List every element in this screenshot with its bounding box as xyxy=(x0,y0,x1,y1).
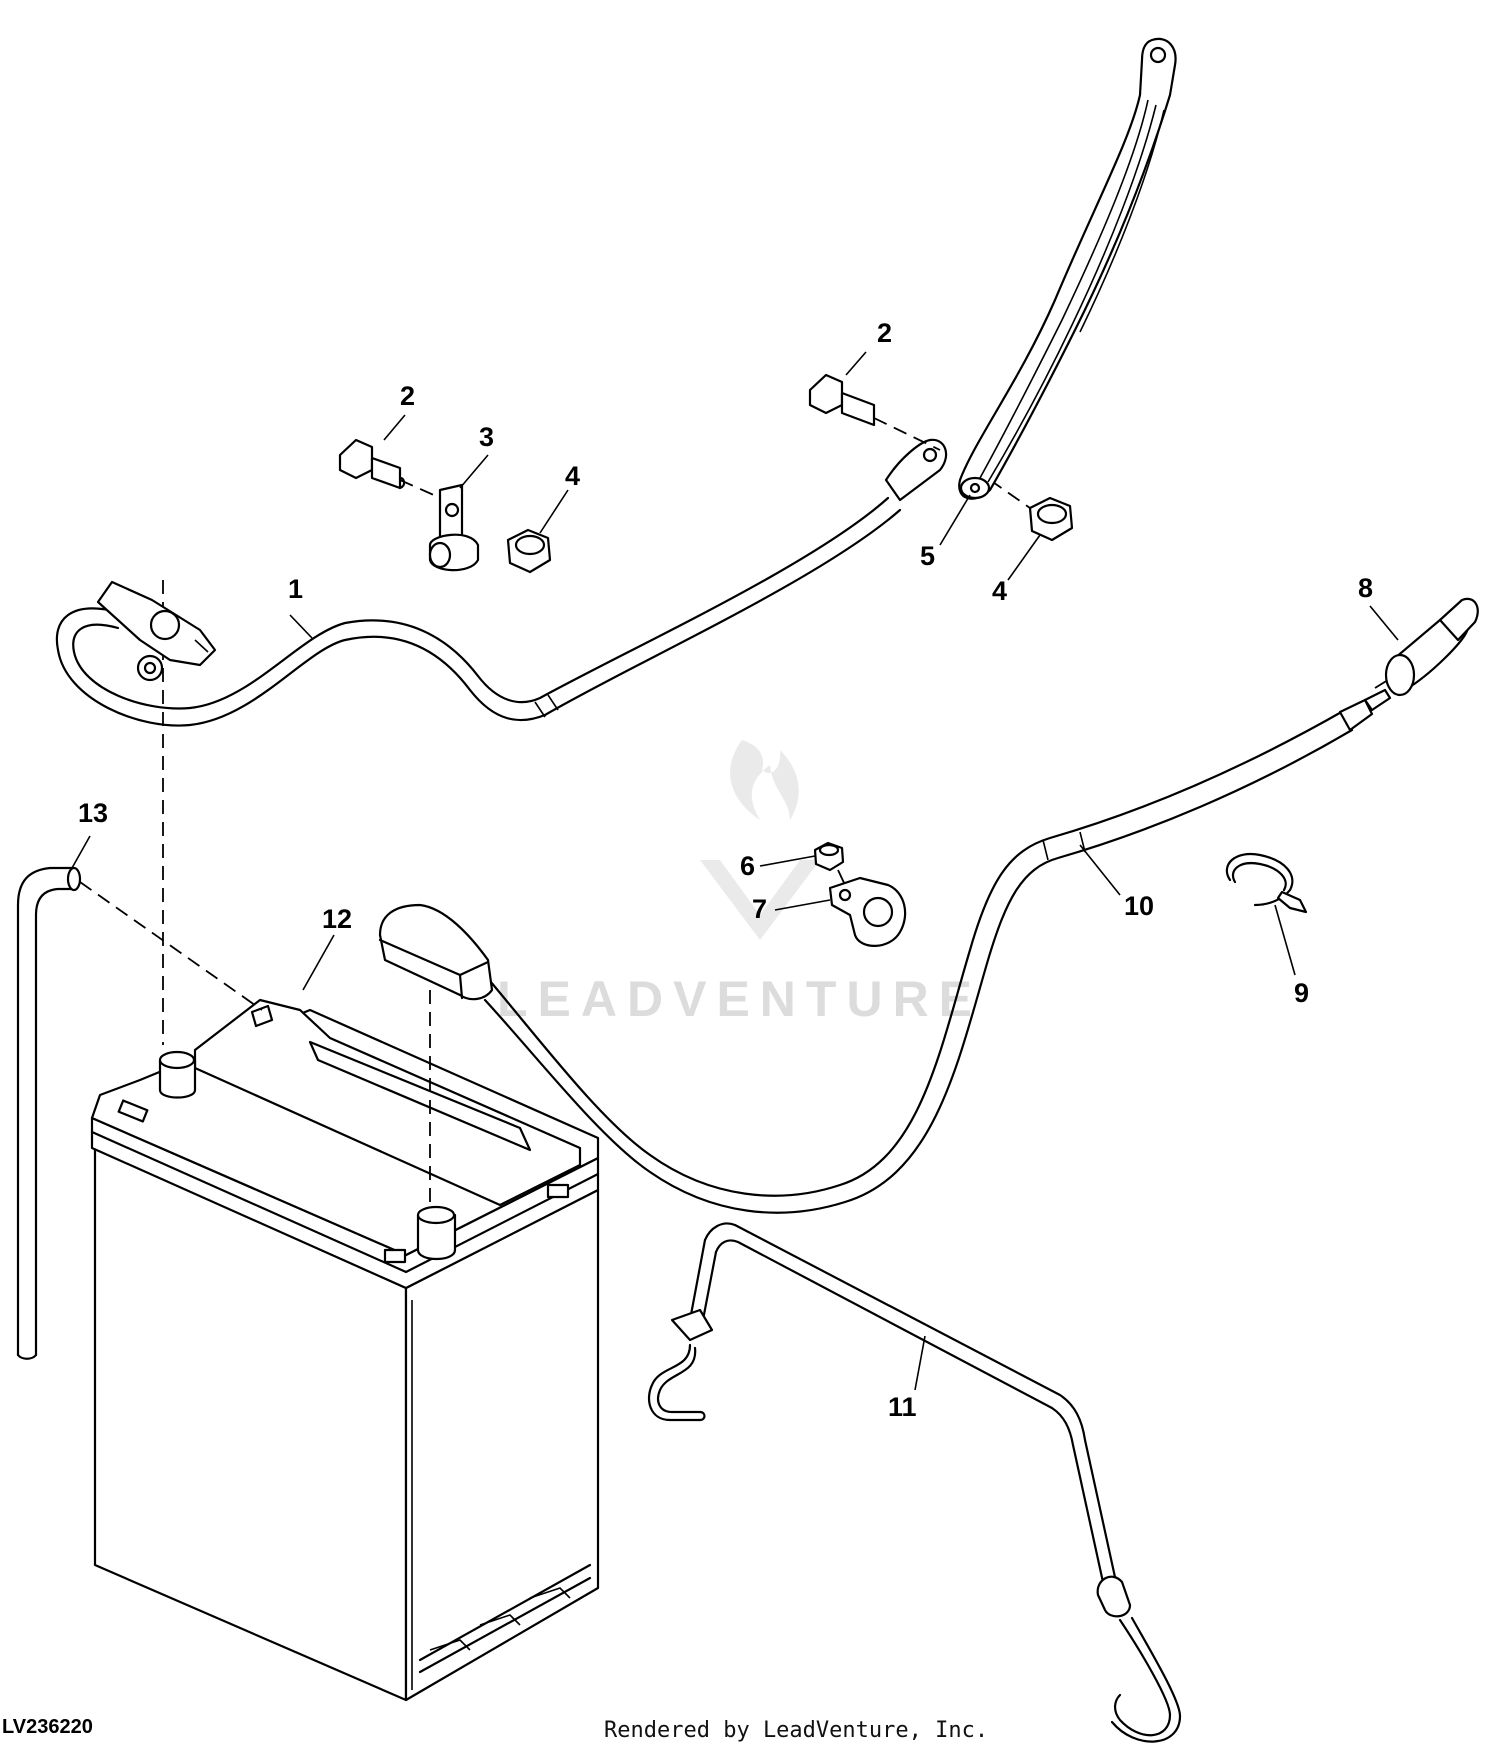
watermark-text: LEADVENTURE xyxy=(497,971,982,1027)
battery[interactable] xyxy=(90,998,600,1702)
terminal-boot[interactable] xyxy=(1384,597,1479,697)
callout-8: 8 xyxy=(1358,573,1373,603)
cable-clamp[interactable] xyxy=(828,876,907,947)
callout-13: 13 xyxy=(78,798,108,828)
hold-down-rod[interactable] xyxy=(647,1222,1182,1743)
vent-tube[interactable] xyxy=(16,866,82,1360)
cable-clip[interactable] xyxy=(428,483,480,572)
callout-3: 3 xyxy=(479,422,494,452)
nut-left[interactable] xyxy=(506,528,552,574)
negative-cable[interactable] xyxy=(55,438,948,727)
ground-strap[interactable] xyxy=(958,37,1177,500)
watermark-logo xyxy=(700,740,820,940)
bolt-left-alignment xyxy=(399,479,446,501)
callout-5: 5 xyxy=(920,541,935,571)
tie-strap[interactable] xyxy=(1225,852,1308,914)
callout-9: 9 xyxy=(1294,978,1309,1008)
vent-alignment-line xyxy=(79,881,263,1011)
callout-4-left: 4 xyxy=(565,461,580,491)
callout-10: 10 xyxy=(1124,891,1154,921)
positive-cable[interactable] xyxy=(378,688,1392,1214)
callout-2-left: 2 xyxy=(400,381,415,411)
callout-7: 7 xyxy=(752,894,767,924)
callout-1: 1 xyxy=(288,574,303,604)
nut-right[interactable] xyxy=(1028,496,1074,542)
callout-2-right: 2 xyxy=(877,318,892,348)
figure-id: LV236220 xyxy=(2,1716,93,1738)
render-credit: Rendered by LeadVenture, Inc. xyxy=(604,1718,989,1743)
leader-lines xyxy=(71,351,1399,1391)
callout-6: 6 xyxy=(740,851,755,881)
bolt-right[interactable] xyxy=(808,373,876,427)
callout-11: 11 xyxy=(888,1392,917,1422)
callout-4-right: 4 xyxy=(992,576,1007,606)
bolt-left[interactable] xyxy=(338,438,406,490)
boot-alignment xyxy=(1374,679,1389,689)
small-nut[interactable] xyxy=(813,841,845,872)
callout-12: 12 xyxy=(322,904,352,934)
